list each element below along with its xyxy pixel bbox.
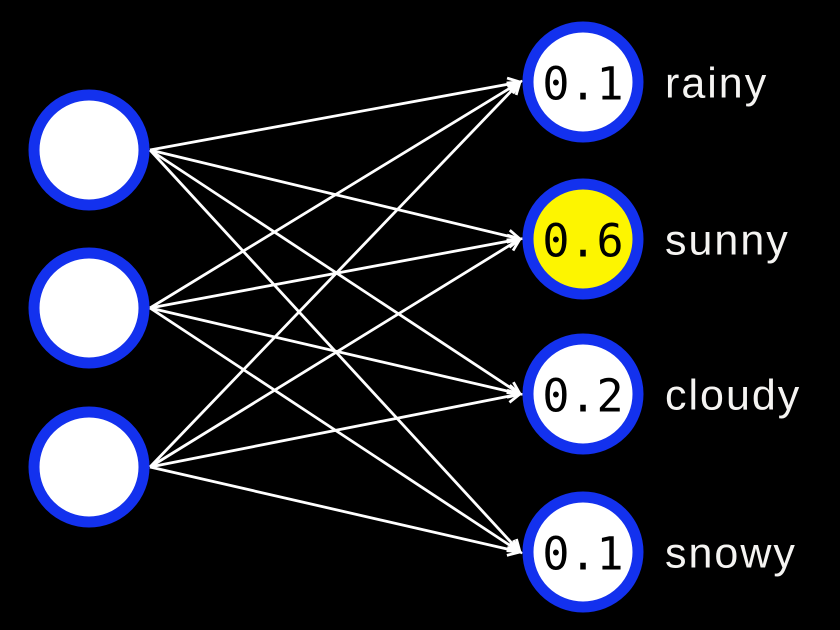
output-label-snowy: snowy [665,530,797,578]
input-layer [28,89,150,528]
output-node-sunny: 0.6 sunny [522,178,790,300]
edge-input1-to-rainy [149,76,523,152]
edge-input3-to-sunny [149,237,523,469]
output-value-rainy: 0.1 [542,57,623,110]
input-node-3 [28,406,150,528]
output-label-cloudy: cloudy [665,372,801,420]
output-value-sunny: 0.6 [542,214,623,267]
output-label-rainy: rainy [665,60,768,108]
edge-input3-to-rainy [148,79,523,468]
edge-input1-to-cloudy [149,148,523,396]
input-node-1 [28,89,150,211]
edge-input2-to-cloudy [149,306,523,399]
output-value-snowy: 0.1 [542,527,623,580]
edges-layer [148,76,523,557]
edge-input2-to-rainy [149,80,523,310]
edge-input3-to-cloudy [149,388,523,469]
output-node-snowy: 0.1 snowy [522,491,797,613]
output-label-sunny: sunny [665,217,790,265]
output-value-cloudy: 0.2 [542,369,623,422]
edge-input3-to-snowy [149,465,523,557]
output-node-circle-cloudy [522,333,644,455]
output-node-circle-snowy [522,491,644,613]
output-layer: 0.1 rainy 0.6 sunny 0.2 cloudy 0.1 snowy [522,21,801,613]
output-node-circle-sunny [522,178,644,300]
output-node-rainy: 0.1 rainy [522,21,768,143]
output-node-circle-rainy [522,21,644,143]
output-node-cloudy: 0.2 cloudy [522,333,801,455]
input-node-2 [28,247,150,369]
